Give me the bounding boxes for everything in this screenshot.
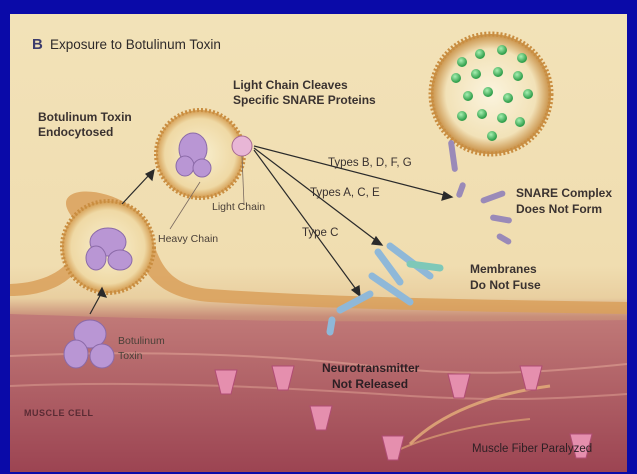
- label-snare-2: Does Not Form: [516, 202, 602, 216]
- diagram-panel: B Exposure to Botulinum Toxin Botulinum …: [10, 14, 627, 472]
- label-light-chain: Light Chain: [212, 200, 265, 214]
- label-endocytosed-2: Endocytosed: [38, 125, 113, 139]
- label-toxin-2: Toxin: [118, 349, 143, 363]
- label-membranes-2: Do Not Fuse: [470, 278, 541, 292]
- label-paralyzed: Muscle Fiber Paralyzed: [472, 442, 592, 456]
- label-neuro-2: Not Released: [332, 377, 408, 391]
- label-neuro-1: Neurotransmitter: [322, 361, 419, 375]
- label-types-bdfg: Types B, D, F, G: [328, 156, 412, 170]
- label-type-c: Type C: [302, 226, 338, 240]
- label-snare-1: SNARE Complex: [516, 186, 612, 200]
- diagram-title: Exposure to Botulinum Toxin: [50, 37, 221, 52]
- panel-letter: B: [32, 36, 43, 53]
- snare-fragments: [448, 140, 513, 246]
- label-cleaves-1: Light Chain Cleaves: [233, 78, 348, 92]
- label-membranes-1: Membranes: [470, 262, 537, 276]
- label-muscle-cell: MUSCLE CELL: [24, 406, 94, 420]
- cleaved-snare: [330, 246, 440, 332]
- label-heavy-chain: Heavy Chain: [158, 232, 218, 246]
- label-cleaves-2: Specific SNARE Proteins: [233, 93, 376, 107]
- label-types-ace: Types A, C, E: [310, 186, 380, 200]
- label-toxin-1: Botulinum: [118, 334, 165, 348]
- label-endocytosed-1: Botulinum Toxin: [38, 110, 132, 124]
- light-chain: [232, 136, 252, 156]
